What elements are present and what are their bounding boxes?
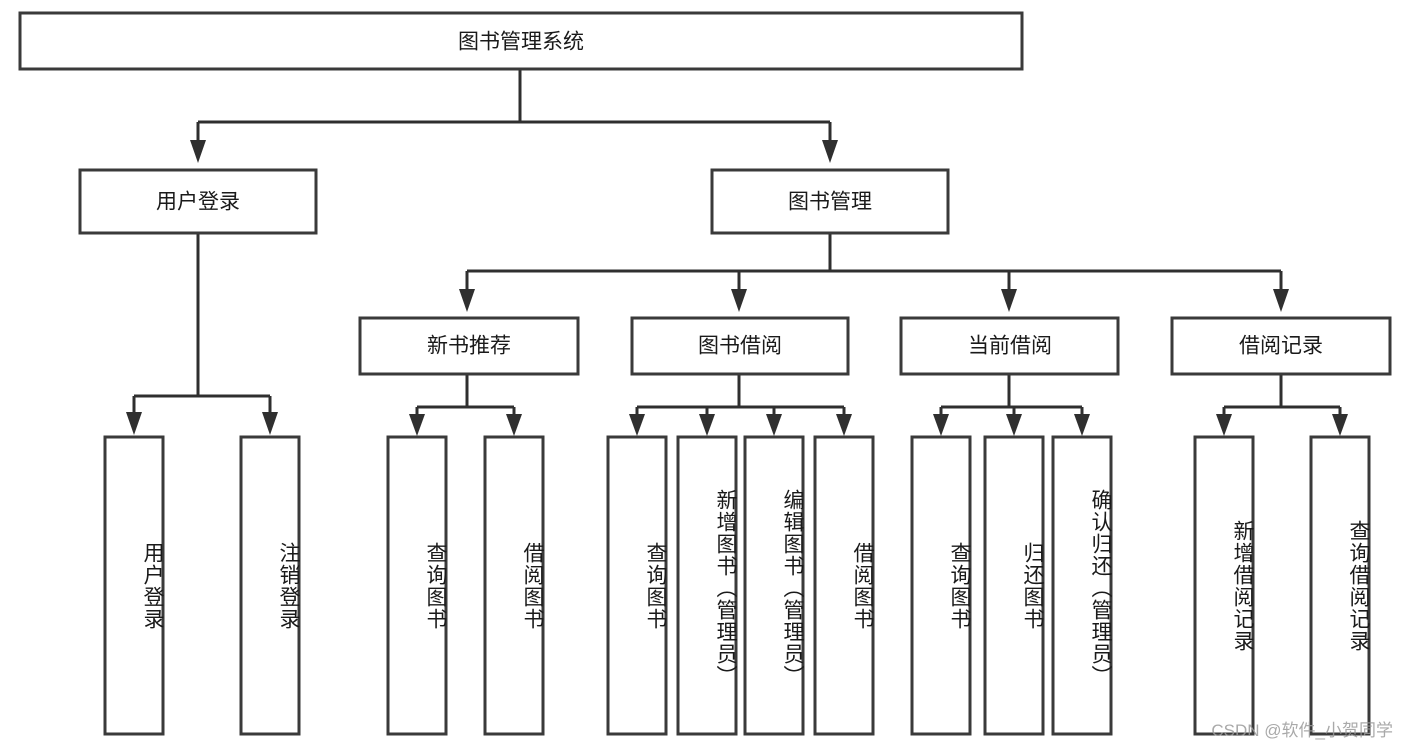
arrow-head-leaf-current-borrow-0 [933,414,949,436]
arrow-head-user-login [190,140,206,163]
node-borrow-record-box[interactable] [1170,316,1392,376]
node-borrow-record-label: 借阅记录 [1239,335,1323,358]
connector-group-user-login-leaves [126,233,278,435]
arrow-head-leaf-user-login-1 [262,412,278,435]
leaf-box-user-login-1[interactable] [239,435,301,736]
node-book-manage-box[interactable] [710,168,950,235]
connector-group-new-book-leaves [409,374,522,436]
leaf-box-new-book-0[interactable] [386,435,448,736]
arrow-head-leaf-book-borrow-1 [699,414,715,436]
arrow-head-leaf-borrow-record-0 [1216,414,1232,436]
node-book-borrow-box[interactable] [630,316,850,376]
node-new-book-recommend-box[interactable] [358,316,580,376]
leaf-box-borrow-record-1[interactable] [1309,435,1371,736]
node-new-book-recommend-label: 新书推荐 [427,335,511,358]
leaf-boxes-book-borrow [606,435,875,736]
node-book-manage[interactable]: 图书管理 [710,168,950,235]
leaf-box-book-borrow-2[interactable] [743,435,805,736]
leaf-box-current-borrow-1[interactable] [983,435,1045,736]
leaf-box-user-login-0[interactable] [103,435,165,736]
leaf-box-current-borrow-0[interactable] [910,435,972,736]
arrow-head-leaf-new-book-1 [506,414,522,436]
node-root-system[interactable]: 图书管理系统 [18,11,1024,71]
connector-group-borrow-record-leaves [1216,374,1348,436]
node-current-borrow[interactable]: 当前借阅 [899,316,1120,376]
node-current-borrow-label: 当前借阅 [968,335,1052,358]
node-root-system-box[interactable] [18,11,1024,71]
arrow-head-book-manage [822,140,838,163]
connector-group-root [190,69,838,163]
arrow-head-leaf-book-borrow-2 [766,414,782,436]
connector-group-book-borrow-leaves [629,374,852,436]
node-book-borrow-label: 图书借阅 [698,335,782,358]
node-root-system-label: 图书管理系统 [458,31,584,54]
leaf-boxes-current-borrow [910,435,1113,736]
leaf-boxes-user-login [103,435,301,736]
node-user-login[interactable]: 用户登录 [78,168,318,235]
leaf-boxes-borrow-record [1193,435,1371,736]
connector-group-book-manage [459,233,1289,312]
arrow-head-leaf-user-login-0 [126,412,142,435]
arrow-head-leaf-new-book-0 [409,414,425,436]
node-user-login-label: 用户登录 [156,191,240,214]
node-current-borrow-box[interactable] [899,316,1120,376]
node-borrow-record[interactable]: 借阅记录 [1170,316,1392,376]
arrow-head-leaf-current-borrow-1 [1006,414,1022,436]
leaf-box-borrow-record-0[interactable] [1193,435,1255,736]
arrow-head-current-borrow [1001,289,1017,312]
arrow-head-leaf-book-borrow-0 [629,414,645,436]
node-book-manage-label: 图书管理 [788,191,872,214]
arrow-head-leaf-current-borrow-2 [1074,414,1090,436]
watermark-text: CSDN @软件_小贺同学 [1211,721,1393,740]
node-book-borrow[interactable]: 图书借阅 [630,316,850,376]
leaf-box-book-borrow-0[interactable] [606,435,668,736]
arrow-head-new-book-recommend [459,289,475,312]
leaf-box-current-borrow-2[interactable] [1051,435,1113,736]
connector-group-current-borrow-leaves [933,374,1090,436]
node-user-login-box[interactable] [78,168,318,235]
node-new-book-recommend[interactable]: 新书推荐 [358,316,580,376]
arrow-head-borrow-record [1273,289,1289,312]
leaf-box-book-borrow-1[interactable] [676,435,738,736]
arrow-head-book-borrow [731,289,747,312]
leaf-box-new-book-1[interactable] [483,435,545,736]
arrow-head-leaf-borrow-record-1 [1332,414,1348,436]
arrow-head-leaf-book-borrow-3 [836,414,852,436]
leaf-box-book-borrow-3[interactable] [813,435,875,736]
leaf-boxes-new-book-recommend [386,435,545,736]
